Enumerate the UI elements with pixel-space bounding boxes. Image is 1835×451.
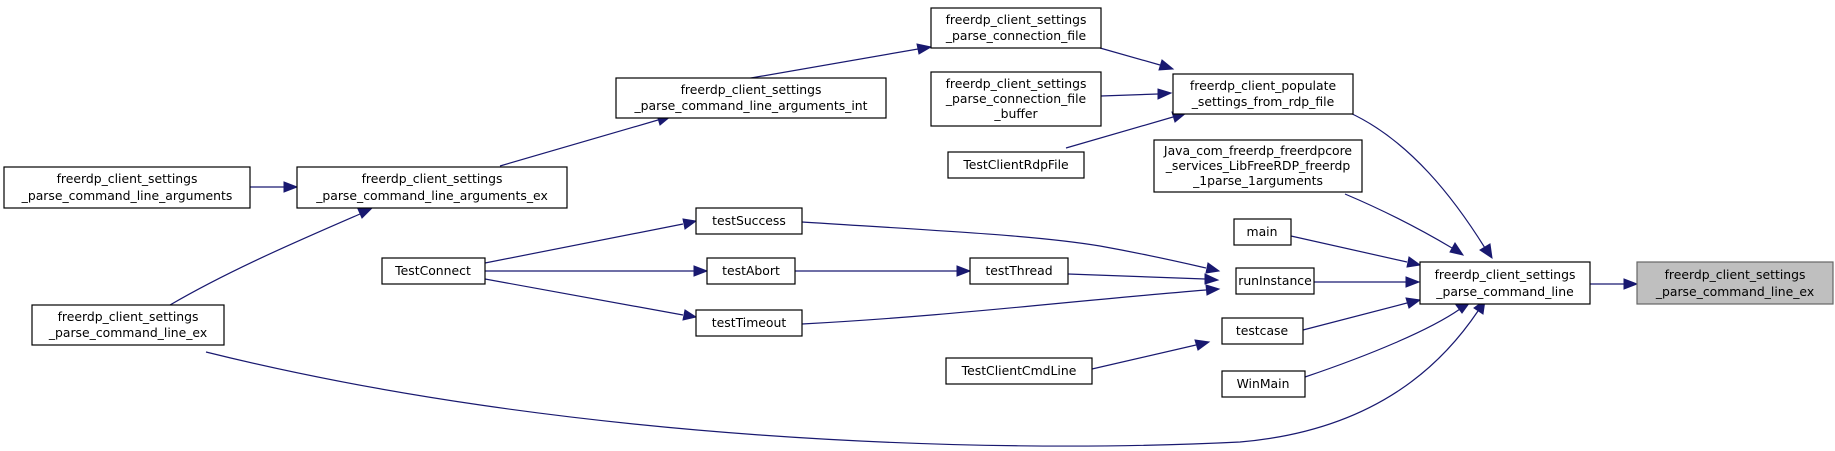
node-java-line-2: _services_LibFreeRDP_freerdp (1165, 158, 1351, 173)
node-runinstance-line-1: runInstance (1238, 273, 1312, 288)
node-java[interactable]: Java_com_freerdp_freerdpcore _services_L… (1153, 139, 1363, 193)
node-rdpfile[interactable]: TestClientRdpFile (947, 151, 1085, 179)
node-abort-line-1: testAbort (722, 263, 780, 278)
node-populate-line-1: freerdp_client_populate (1190, 78, 1336, 93)
edge-runinstance-to-pcl (1314, 276, 1421, 288)
node-args[interactable]: freerdp_client_settings _parse_command_l… (3, 166, 251, 209)
node-args-int-line-1: freerdp_client_settings (681, 82, 822, 97)
node-target-line-2: _parse_command_line_ex (1655, 284, 1814, 299)
node-connect-line-1: TestConnect (394, 263, 471, 278)
node-main-line-1: main (1247, 224, 1278, 239)
edge-connbuffer-to-populate (1100, 88, 1173, 100)
node-testcase[interactable]: testcase (1221, 317, 1304, 345)
node-pcl-line-2: _parse_command_line (1435, 284, 1573, 299)
edge-cmdline-to-testcase (1091, 339, 1211, 370)
edge-pcl-to-target (1590, 278, 1639, 290)
node-args-ex-line-2: _parse_command_line_arguments_ex (315, 188, 548, 203)
node-testcase-line-1: testcase (1236, 323, 1288, 338)
node-conn-file[interactable]: freerdp_client_settings _parse_connectio… (930, 7, 1102, 49)
node-args-line-2: _parse_command_line_arguments (21, 188, 233, 203)
edge-winmain-to-pcl (1304, 301, 1472, 378)
node-main[interactable]: main (1233, 218, 1292, 246)
node-thread[interactable]: testThread (969, 257, 1069, 285)
node-java-line-3: _1parse_1arguments (1192, 173, 1323, 188)
node-timeout-line-1: testTimeout (712, 315, 787, 330)
edge-main-to-pcl (1290, 235, 1422, 268)
node-conn-file-line-2: _parse_connection_file (945, 28, 1086, 43)
node-winmain-line-1: WinMain (1237, 376, 1290, 391)
edge-connfile-to-populate (1099, 47, 1175, 71)
node-timeout[interactable]: testTimeout (695, 309, 803, 337)
node-success[interactable]: testSuccess (695, 207, 803, 235)
node-connect[interactable]: TestConnect (381, 257, 486, 285)
edge-thread-to-runinstance (1067, 273, 1220, 285)
edge-args-to-argsex (250, 181, 299, 193)
node-populate[interactable]: freerdp_client_populate _settings_from_r… (1172, 73, 1354, 115)
edge-connect-to-success (484, 218, 698, 264)
node-target-line-1: freerdp_client_settings (1665, 267, 1806, 282)
edge-connect-to-abort (485, 265, 709, 277)
node-thread-line-1: testThread (985, 263, 1052, 278)
node-pcl-ex-left[interactable]: freerdp_client_settings _parse_command_l… (31, 304, 225, 346)
node-target[interactable]: freerdp_client_settings _parse_command_l… (1636, 261, 1834, 305)
node-args-ex[interactable]: freerdp_client_settings _parse_command_l… (296, 166, 568, 209)
node-cmdline-line-1: TestClientCmdLine (961, 363, 1077, 378)
node-runinstance[interactable]: runInstance (1235, 267, 1315, 295)
node-java-line-1: Java_com_freerdp_freerdpcore (1163, 143, 1352, 158)
node-conn-buffer-line-3: _buffer (993, 106, 1038, 121)
edge-populate-to-pcl (1347, 111, 1493, 260)
edge-timeout-to-runinstance (801, 284, 1221, 325)
edge-argsint-to-connfile (727, 43, 933, 83)
node-args-int[interactable]: freerdp_client_settings _parse_command_l… (615, 77, 887, 119)
node-pcl-ex-left-line-2: _parse_command_line_ex (48, 325, 207, 340)
node-args-line-1: freerdp_client_settings (57, 171, 198, 186)
node-conn-buffer-line-2: _parse_connection_file (945, 91, 1086, 106)
node-pcl-line-1: freerdp_client_settings (1435, 267, 1576, 282)
edge-testcase-to-pcl (1302, 297, 1422, 331)
node-pcl[interactable]: freerdp_client_settings _parse_command_l… (1419, 261, 1591, 305)
node-args-ex-line-1: freerdp_client_settings (362, 171, 503, 186)
edge-pclex-to-argsex (169, 207, 374, 306)
edge-argsex-to-argsint (499, 114, 673, 167)
node-conn-buffer-line-1: freerdp_client_settings (946, 76, 1087, 91)
node-conn-file-line-1: freerdp_client_settings (946, 12, 1087, 27)
node-success-line-1: testSuccess (712, 213, 786, 228)
node-winmain[interactable]: WinMain (1221, 370, 1306, 398)
edge-connect-to-timeout (484, 278, 698, 321)
node-abort[interactable]: testAbort (706, 257, 796, 285)
node-args-int-line-2: _parse_command_line_arguments_int (633, 98, 867, 113)
node-cmdline[interactable]: TestClientCmdLine (945, 357, 1093, 385)
node-pcl-ex-left-line-1: freerdp_client_settings (58, 309, 199, 324)
node-conn-buffer[interactable]: freerdp_client_settings _parse_connectio… (930, 71, 1102, 127)
node-rdpfile-line-1: TestClientRdpFile (962, 157, 1068, 172)
edge-java-to-pcl (1344, 193, 1465, 256)
node-populate-line-2: _settings_from_rdp_file (1191, 94, 1335, 109)
edge-success-to-runinstance (801, 221, 1221, 274)
edge-abort-to-thread (795, 265, 972, 277)
